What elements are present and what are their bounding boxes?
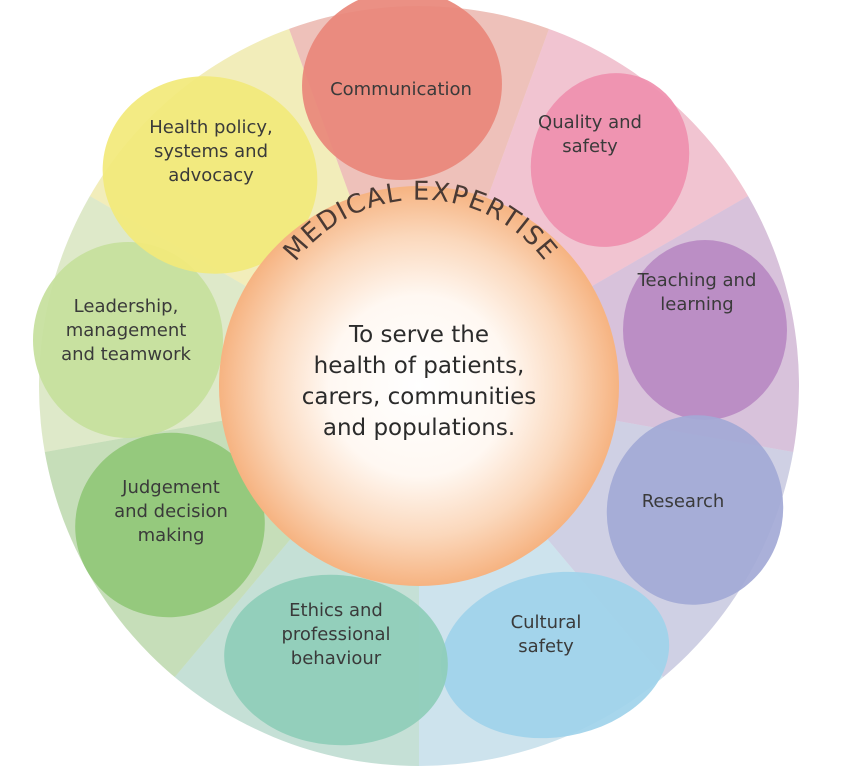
center-disc [219, 186, 619, 586]
center-statement-line: To serve the [348, 322, 489, 348]
petal-leadership-management-and-teamwork [33, 242, 223, 438]
label-line: Ethics and [289, 600, 383, 621]
label-line: systems and [154, 141, 268, 162]
label-line: Quality and [538, 112, 642, 133]
label-line: Research [642, 491, 725, 512]
label-line: Cultural [511, 612, 582, 633]
label-line: management [66, 320, 187, 341]
label-line: learning [660, 294, 733, 315]
petal-research [606, 415, 784, 605]
label-line: advocacy [168, 165, 254, 186]
label-line: Teaching and [637, 270, 757, 291]
label-line: making [138, 525, 205, 546]
label-line: and decision [114, 501, 228, 522]
label-line: professional [281, 624, 390, 645]
label-health-policy-systems-and-advocacy: Health policy, systems and advocacy [149, 117, 273, 186]
petal-communication [302, 0, 502, 181]
label-line: Judgement [121, 477, 220, 498]
petal-health-policy-systems-and-advocacy [102, 76, 318, 274]
label-line: behaviour [291, 648, 382, 669]
label-cultural-safety: Cultural safety [511, 612, 582, 657]
label-quality-and-safety: Quality and safety [538, 112, 642, 157]
center-statement-line: carers, communities [302, 384, 537, 410]
petal-layer [33, 0, 787, 746]
center-statement: To serve the health of patients, carers,… [302, 322, 537, 441]
petal-ethics-and-professional-behaviour [224, 574, 448, 746]
label-research: Research [642, 491, 725, 512]
label-teaching-and-learning: Teaching and learning [637, 270, 757, 315]
petal-judgement-and-decision-making [75, 432, 265, 618]
label-judgement-and-decision-making: Judgement and decision making [114, 477, 228, 546]
label-line: safety [562, 136, 618, 157]
label-communication: Communication [330, 79, 472, 100]
label-line: Leadership, [74, 296, 179, 317]
label-line: Health policy, [149, 117, 273, 138]
petal-teaching-and-learning [623, 240, 787, 420]
petal-quality-and-safety [530, 73, 690, 247]
label-line: Communication [330, 79, 472, 100]
label-line: safety [518, 636, 574, 657]
label-ethics-and-professional-behaviour: Ethics and professional behaviour [281, 600, 390, 669]
center-statement-line: health of patients, [314, 353, 525, 379]
label-leadership-management-and-teamwork: Leadership, management and teamwork [61, 296, 191, 365]
label-line: and teamwork [61, 344, 191, 365]
petal-cultural-safety [440, 571, 670, 739]
center-statement-line: and populations. [323, 415, 515, 441]
